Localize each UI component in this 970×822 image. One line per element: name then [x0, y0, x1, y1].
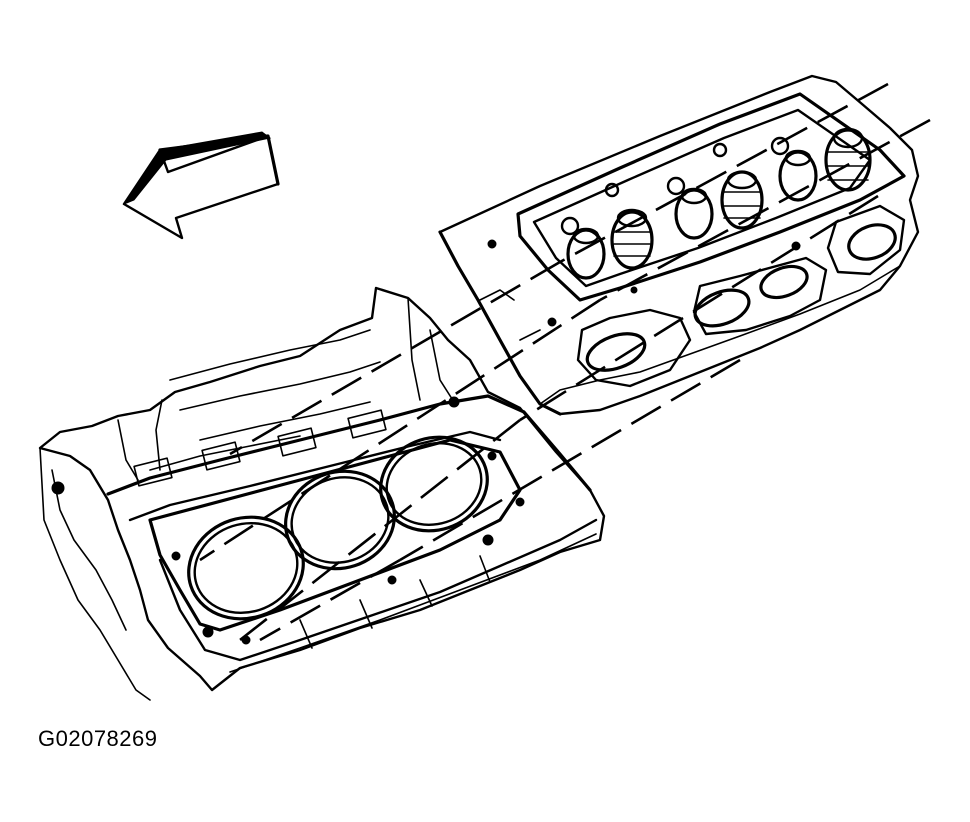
exhaust-ports	[576, 204, 906, 388]
alignment-lines	[199, 82, 931, 642]
front-direction-arrow-icon	[122, 131, 280, 240]
cylinder-head	[438, 74, 920, 416]
figure-id-label: G02078269	[38, 726, 158, 751]
valve-springs	[560, 127, 872, 280]
engine-block	[38, 286, 606, 701]
